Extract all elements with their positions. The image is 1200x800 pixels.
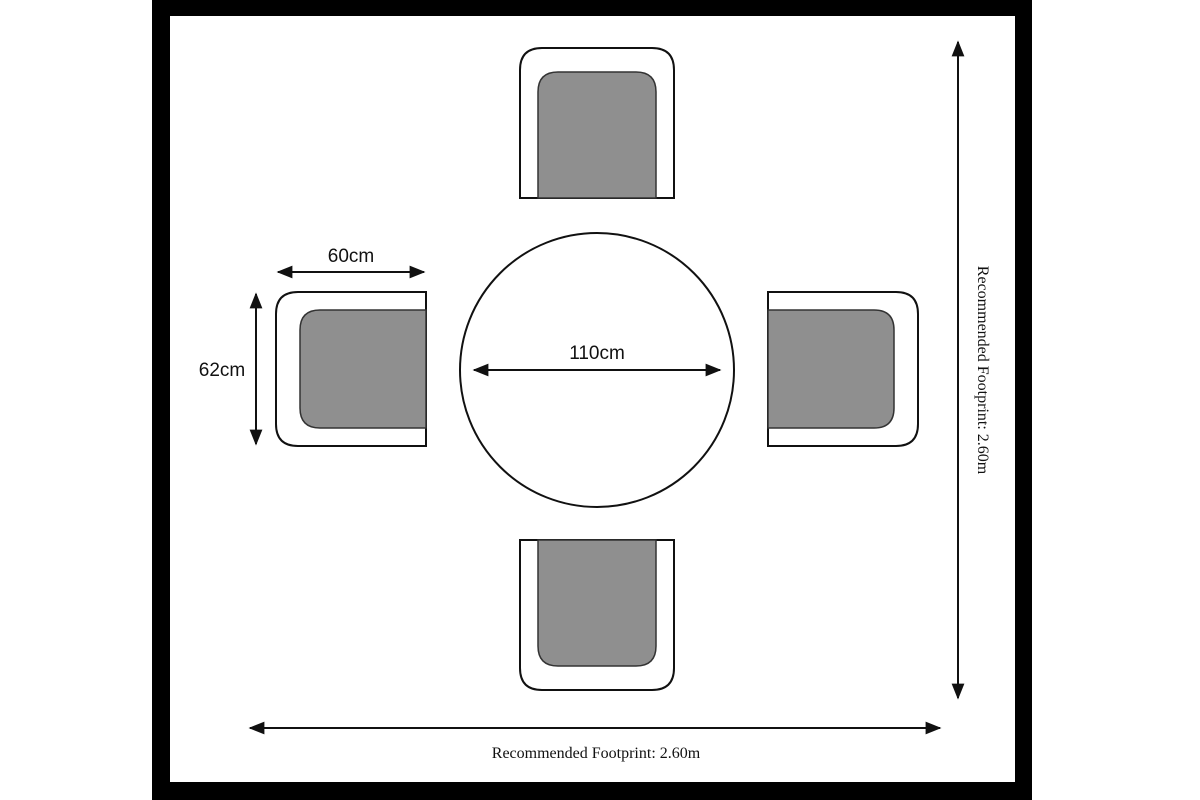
- chair-right: [767, 291, 919, 447]
- footprint-vertical-label: Recommended Footprint: 2.60m: [974, 266, 991, 475]
- table-diameter-label: 110cm: [569, 343, 625, 364]
- footprint-horizontal-label: Recommended Footprint: 2.60m: [492, 745, 701, 762]
- chair-bottom: [519, 539, 675, 691]
- chair-left: [275, 291, 427, 447]
- chair-top: [519, 47, 675, 199]
- chair-width-label: 60cm: [328, 246, 374, 267]
- chair-depth-label: 62cm: [199, 360, 245, 381]
